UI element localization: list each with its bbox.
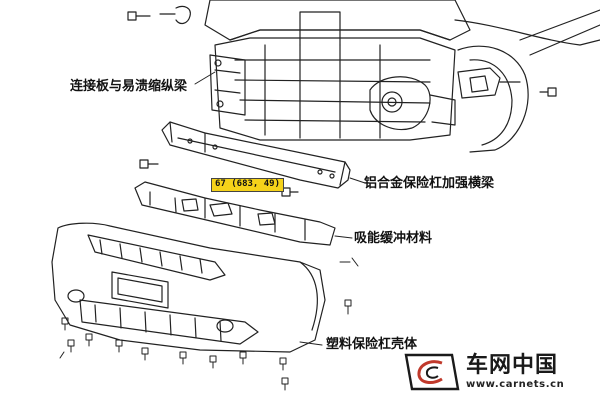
energy-absorber-part	[134, 181, 353, 246]
torque-spec-badge: 67 (683, 49)	[211, 178, 285, 192]
bumper-cover-label: 塑料保险杠壳体	[326, 337, 418, 352]
watermark-url: www.carnets.cn	[466, 379, 565, 390]
carnets-logo-icon	[404, 353, 460, 391]
connector-plate-label: 连接板与易溃缩纵梁	[70, 79, 188, 94]
vehicle-front-structure	[127, 0, 600, 153]
reinforcement-beam-part	[139, 121, 366, 197]
energy-absorber-label: 吸能缓冲材料	[354, 231, 433, 246]
fasteners	[59, 257, 359, 391]
watermark-brand: 车网中国	[466, 353, 559, 378]
reinforcement-beam-label: 铝合金保险杠加强横梁	[364, 176, 495, 191]
bumper-cover-part	[51, 222, 326, 353]
